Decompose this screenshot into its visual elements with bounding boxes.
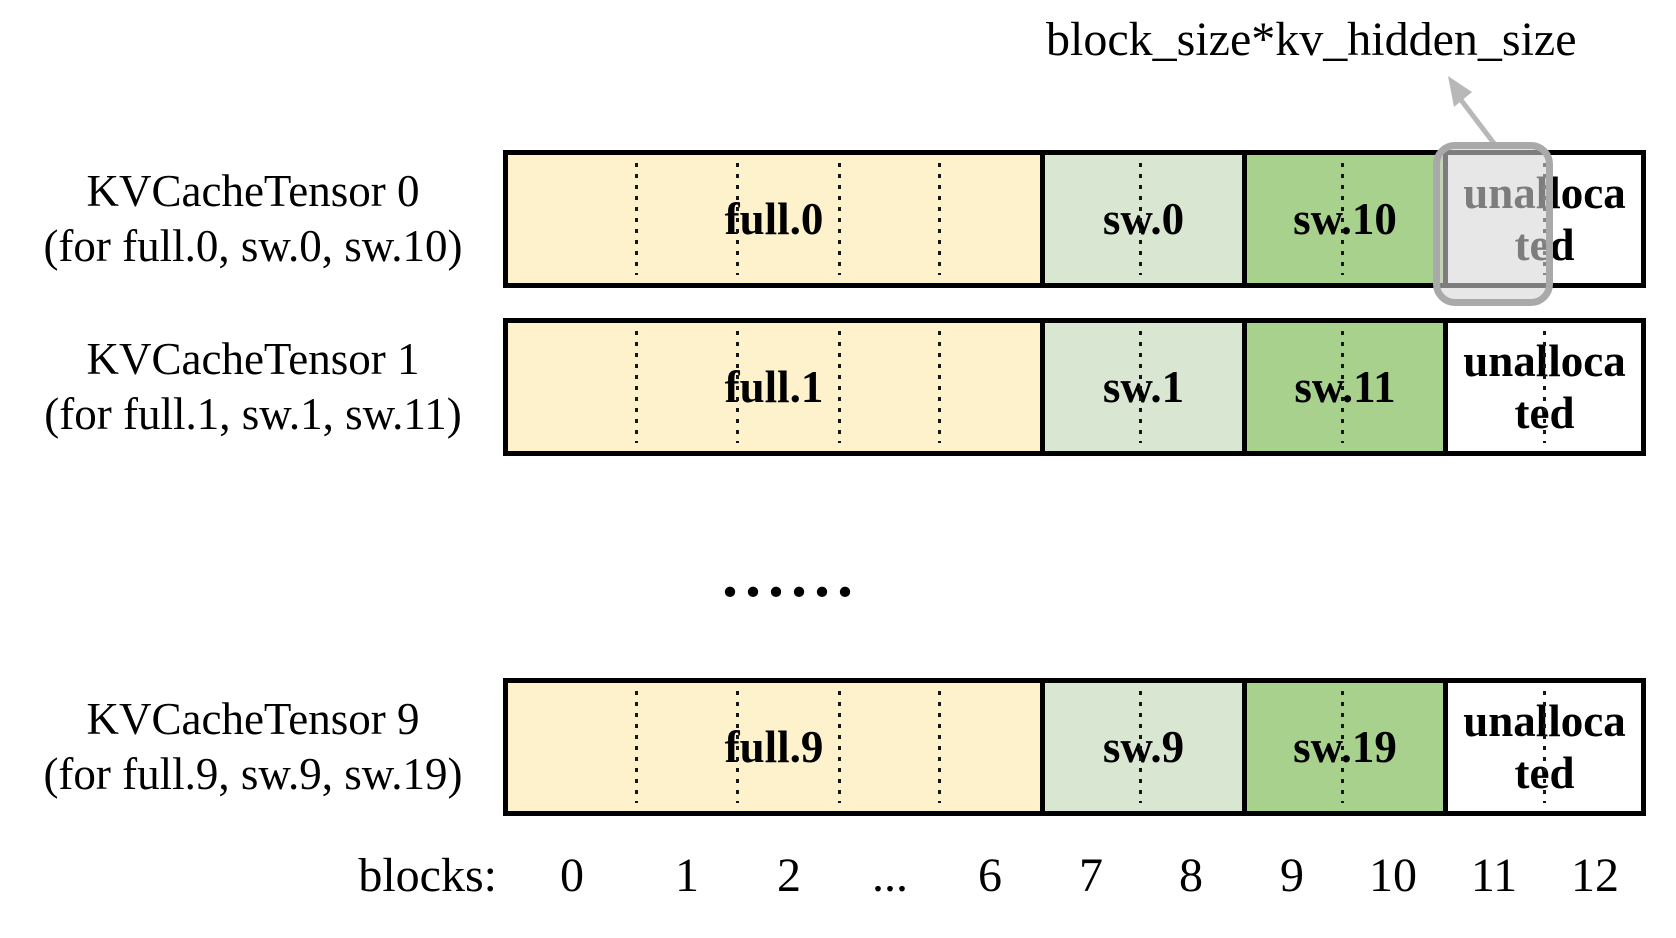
- segment-full-9: full.9: [508, 683, 1040, 811]
- axis-tick-11: 11: [1470, 849, 1518, 902]
- block-divider: [635, 163, 638, 275]
- row-title: KVCacheTensor 1: [86, 334, 420, 384]
- row-title: KVCacheTensor 9: [86, 694, 420, 744]
- block-divider: [736, 163, 739, 275]
- block-divider: [1341, 331, 1344, 443]
- block-divider: [736, 331, 739, 443]
- block-divider: [938, 163, 941, 275]
- block-divider: [1139, 163, 1142, 275]
- axis-tick-6: 6: [978, 849, 1002, 902]
- block-divider: [838, 163, 841, 275]
- row-label-tensor-9: KVCacheTensor 9 (for full.9, sw.9, sw.19…: [6, 678, 500, 816]
- axis-tick-9: 9: [1280, 849, 1304, 902]
- axis-tick-1: 1: [675, 849, 699, 902]
- block-divider: [635, 331, 638, 443]
- axis-tick-0: 0: [560, 849, 584, 902]
- row-subtitle: (for full.0, sw.0, sw.10): [43, 221, 463, 271]
- segment-label: sw.0: [1102, 194, 1185, 244]
- block-divider: [1543, 691, 1546, 803]
- block-divider: [1139, 331, 1142, 443]
- block-divider: [938, 331, 941, 443]
- row-subtitle: (for full.1, sw.1, sw.11): [44, 389, 462, 439]
- row-subtitle: (for full.9, sw.9, sw.19): [43, 749, 463, 799]
- block-size-annotation: block_size*kv_hidden_size: [1046, 13, 1577, 66]
- segment-full-0: full.0: [508, 155, 1040, 283]
- segment-label: sw.9: [1102, 722, 1185, 772]
- axis-tick-ellipsis: ...: [872, 849, 908, 902]
- block-divider: [938, 691, 941, 803]
- segment-unallocated-9: unalloca ted: [1443, 683, 1641, 811]
- rows-ellipsis: ......: [722, 539, 860, 610]
- row-label-tensor-0: KVCacheTensor 0 (for full.0, sw.0, sw.10…: [6, 150, 500, 288]
- block-divider: [838, 331, 841, 443]
- segment-label: sw.19: [1293, 722, 1397, 772]
- segment-label: full.9: [724, 722, 824, 772]
- block-divider: [736, 691, 739, 803]
- tensor-bar-9: full.9 sw.9 sw.19 unalloca ted: [503, 678, 1646, 816]
- axis-tick-2: 2: [777, 849, 801, 902]
- tensor-bar-1: full.1 sw.1 sw.11 unalloca ted: [503, 318, 1646, 456]
- block-size-highlight-rect: [1433, 142, 1553, 306]
- segment-unallocated-1: unalloca ted: [1443, 323, 1641, 451]
- block-divider: [838, 691, 841, 803]
- tensor-bar-0: full.0 sw.0 sw.10 unalloca ted: [503, 142, 1646, 306]
- block-divider: [1139, 691, 1142, 803]
- axis-caption: blocks:: [358, 849, 497, 902]
- block-divider: [1341, 163, 1344, 275]
- axis-tick-12: 12: [1571, 849, 1619, 902]
- axis-tick-8: 8: [1179, 849, 1203, 902]
- segment-label: sw.1: [1102, 362, 1185, 412]
- annotation-arrow-icon: [1448, 76, 1498, 148]
- segment-full-1: full.1: [508, 323, 1040, 451]
- block-divider: [1341, 691, 1344, 803]
- blocks-axis: blocks: 0 1 2 ... 6 7 8 9 10 11 12: [0, 848, 1676, 908]
- row-title: KVCacheTensor 0: [86, 166, 420, 216]
- segment-label: full.1: [724, 362, 824, 412]
- axis-tick-10: 10: [1369, 849, 1417, 902]
- segment-label: sw.10: [1293, 194, 1397, 244]
- axis-tick-7: 7: [1079, 849, 1103, 902]
- block-divider: [1543, 331, 1546, 443]
- segment-label: sw.11: [1294, 362, 1396, 412]
- row-label-tensor-1: KVCacheTensor 1 (for full.1, sw.1, sw.11…: [6, 318, 500, 456]
- segment-label: full.0: [724, 194, 824, 244]
- block-divider: [635, 691, 638, 803]
